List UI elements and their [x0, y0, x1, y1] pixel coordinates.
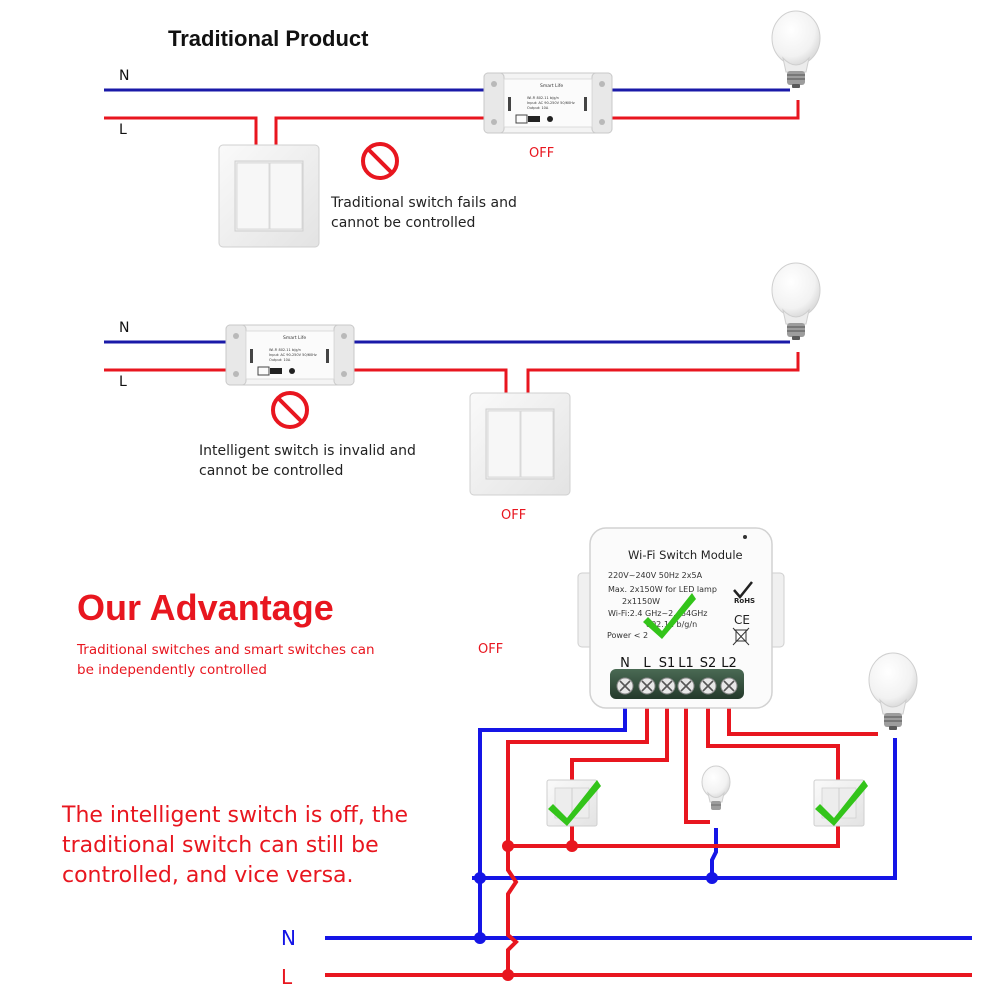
relay-brand: Smart Life: [283, 335, 306, 341]
live-wiring: [325, 690, 972, 977]
wall-switch: [469, 392, 571, 496]
terminal-label-s1: S1: [659, 656, 676, 671]
note-line-1: Traditional switch fails and: [330, 195, 517, 211]
prohibit-icon: [271, 391, 309, 429]
terminal-screw-s1: [658, 677, 676, 695]
light-bulb-icon: [771, 262, 821, 341]
weee-bin-icon: [732, 627, 750, 646]
terminal-screw-s2: [699, 677, 717, 695]
terminal-label-l1: L1: [678, 656, 694, 671]
relay-spec-3: Output: 10A: [527, 106, 549, 110]
terminal-screw-l2: [720, 677, 738, 695]
live-wire-to-lamp: [526, 352, 800, 396]
section-traditional-product: Traditional Product N L Smart Life Wi-Fi…: [104, 10, 821, 248]
module-spec-4: Wi-Fi:2.4 GHz~2.484GHz: [608, 609, 707, 618]
note-line-1: Intelligent switch is invalid and: [199, 443, 416, 459]
note-line-2: cannot be controlled: [199, 463, 343, 479]
section-our-advantage: Our Advantage Traditional switches and s…: [61, 527, 972, 989]
statement-line-3: controlled, and vice versa.: [62, 863, 354, 888]
relay-spec-1: Wi-Fi 802.11 b/g/n: [269, 348, 301, 352]
statement-line-2: traditional switch can still be: [62, 833, 379, 858]
live-label: L: [119, 122, 127, 138]
terminal-screw-l1: [677, 677, 695, 695]
light-bulb-small-icon: [701, 765, 731, 811]
prohibit-icon: [361, 142, 399, 180]
module-title: Wi-Fi Switch Module: [628, 548, 743, 562]
advantage-subtitle-2: be independently controlled: [77, 662, 267, 678]
statement-line-1: The intelligent switch is off, the: [61, 803, 408, 828]
status-off: OFF: [478, 642, 503, 657]
terminal-screw-l: [638, 677, 656, 695]
live-label: L: [119, 374, 127, 390]
relay-spec-2: Input: AC 90-250V 50/60Hz: [527, 101, 575, 105]
neutral-label: N: [119, 320, 129, 336]
live-wire-to-switch: [354, 368, 508, 396]
neutral-wiring: [325, 690, 972, 940]
ce-mark: CE: [734, 613, 750, 627]
relay-spec-3: Output: 10A: [269, 358, 291, 362]
note-line-2: cannot be controlled: [331, 215, 475, 231]
status-off: OFF: [501, 508, 526, 523]
rohs-label: RoHS: [734, 597, 755, 605]
live-wire-in: [104, 116, 258, 150]
live-wire-to-lamp: [612, 100, 800, 120]
light-bulb-icon: [771, 10, 821, 89]
relay-spec-1: Wi-Fi 802.11 b/g/n: [527, 96, 559, 100]
terminal-label-n: N: [620, 656, 630, 671]
section1-title: Traditional Product: [168, 26, 369, 51]
relay-spec-2: Input: AC 90-250V 50/60Hz: [269, 353, 317, 357]
relay-brand: Smart Life: [540, 83, 563, 89]
module-spec-2: Max. 2x150W for LED lamp: [608, 585, 717, 594]
neutral-label: N: [119, 68, 129, 84]
terminal-label-l2: L2: [721, 656, 737, 671]
rohs-check-icon: [733, 581, 753, 599]
module-spec-1: 220V~240V 50Hz 2x5A: [608, 571, 703, 580]
light-bulb-icon: [868, 652, 918, 731]
live-label: L: [281, 965, 293, 989]
section-intelligent-switch: N L Smart Life Wi-Fi 802.11 b/g/n Input:…: [104, 262, 821, 523]
status-off: OFF: [529, 146, 554, 161]
advantage-title: Our Advantage: [77, 587, 334, 628]
wall-switch: [218, 144, 320, 248]
terminal-screw-n: [616, 677, 634, 695]
wire-junctions: [474, 840, 718, 981]
terminal-label-l: L: [643, 656, 651, 671]
module-spec-6: Power < 2: [607, 631, 648, 640]
live-wire-to-relay: [274, 116, 484, 150]
advantage-subtitle-1: Traditional switches and smart switches …: [76, 642, 375, 658]
terminal-label-s2: S2: [700, 656, 717, 671]
neutral-label: N: [281, 926, 296, 950]
module-spec-3: 2x1150W: [622, 597, 660, 606]
